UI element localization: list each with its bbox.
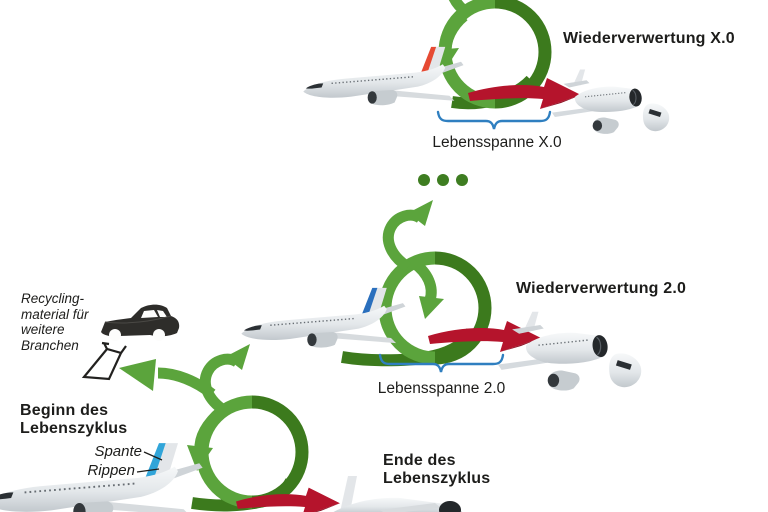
bicycle-frame-icon bbox=[81, 341, 127, 381]
loop-exit-arrowhead-2 bbox=[408, 200, 433, 226]
loop-exit-arrowhead-1 bbox=[225, 344, 250, 370]
cycle-loop-1 bbox=[119, 344, 309, 512]
label-end-lifecycle: Ende des Lebenszyklus bbox=[383, 452, 491, 488]
label-spante: Spante bbox=[94, 443, 142, 460]
label-rippen: Rippen bbox=[87, 462, 135, 479]
aircraft-generation-x bbox=[302, 46, 465, 106]
aircraft-disassembled-x bbox=[551, 68, 670, 135]
aircraft-end-of-life bbox=[333, 476, 463, 512]
label-lifespan-x: Lebensspanne X.0 bbox=[432, 134, 562, 151]
label-recycling-x: Wiederverwertung X.0 bbox=[563, 30, 735, 47]
label-recycling-2: Wiederverwertung 2.0 bbox=[516, 280, 687, 297]
label-recycling-material: Recycling- material für weitere Branchen bbox=[21, 291, 89, 353]
recycle-branch-arrowhead bbox=[119, 359, 156, 391]
label-lifespan-2: Lebensspanne 2.0 bbox=[377, 380, 506, 397]
label-begin-lifecycle: Beginn des Lebenszyklus bbox=[20, 402, 128, 438]
leader-line-rippen bbox=[136, 468, 160, 473]
loop-entry-arrowhead-1 bbox=[187, 445, 213, 471]
loop-entry-arrowhead-2 bbox=[419, 296, 444, 319]
car-body-frame-icon bbox=[101, 304, 180, 341]
continuation-dots-icon bbox=[418, 174, 468, 186]
lifespan-brace-x bbox=[436, 110, 552, 130]
leader-line-spante bbox=[143, 451, 163, 461]
lifespan-brace-2 bbox=[378, 353, 505, 373]
recycle-branch-arrow bbox=[157, 367, 216, 399]
aircraft-disassembled-2 bbox=[497, 311, 642, 392]
